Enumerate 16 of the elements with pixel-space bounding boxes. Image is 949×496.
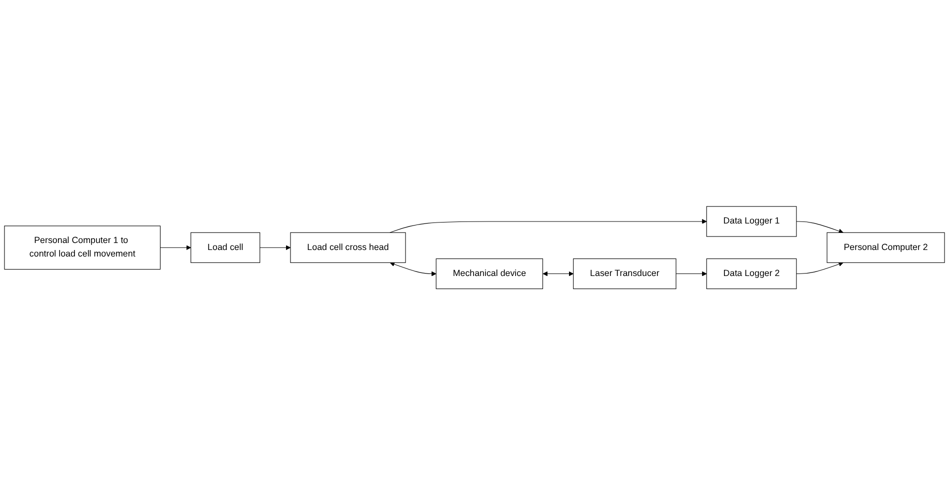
arrow (160, 246, 192, 250)
node-box: Mechanical device (436, 258, 544, 290)
node-box: Personal Computer 1 to control load cell movement (4, 226, 161, 270)
node-box: Data Logger 1 (706, 206, 797, 238)
arrow (542, 272, 574, 277)
node-box: Load cell cross head (290, 232, 406, 264)
arrow (796, 222, 844, 234)
node-box: Data Logger 2 (706, 258, 797, 290)
arrow (796, 262, 844, 274)
arrow (390, 219, 707, 234)
node-box: Laser Transducer (573, 258, 676, 290)
node-box: Load cell (190, 232, 260, 264)
arrow (260, 246, 291, 250)
arrow (390, 262, 436, 277)
arrow (676, 272, 707, 277)
node-box: Personal Computer 2 (826, 232, 945, 264)
